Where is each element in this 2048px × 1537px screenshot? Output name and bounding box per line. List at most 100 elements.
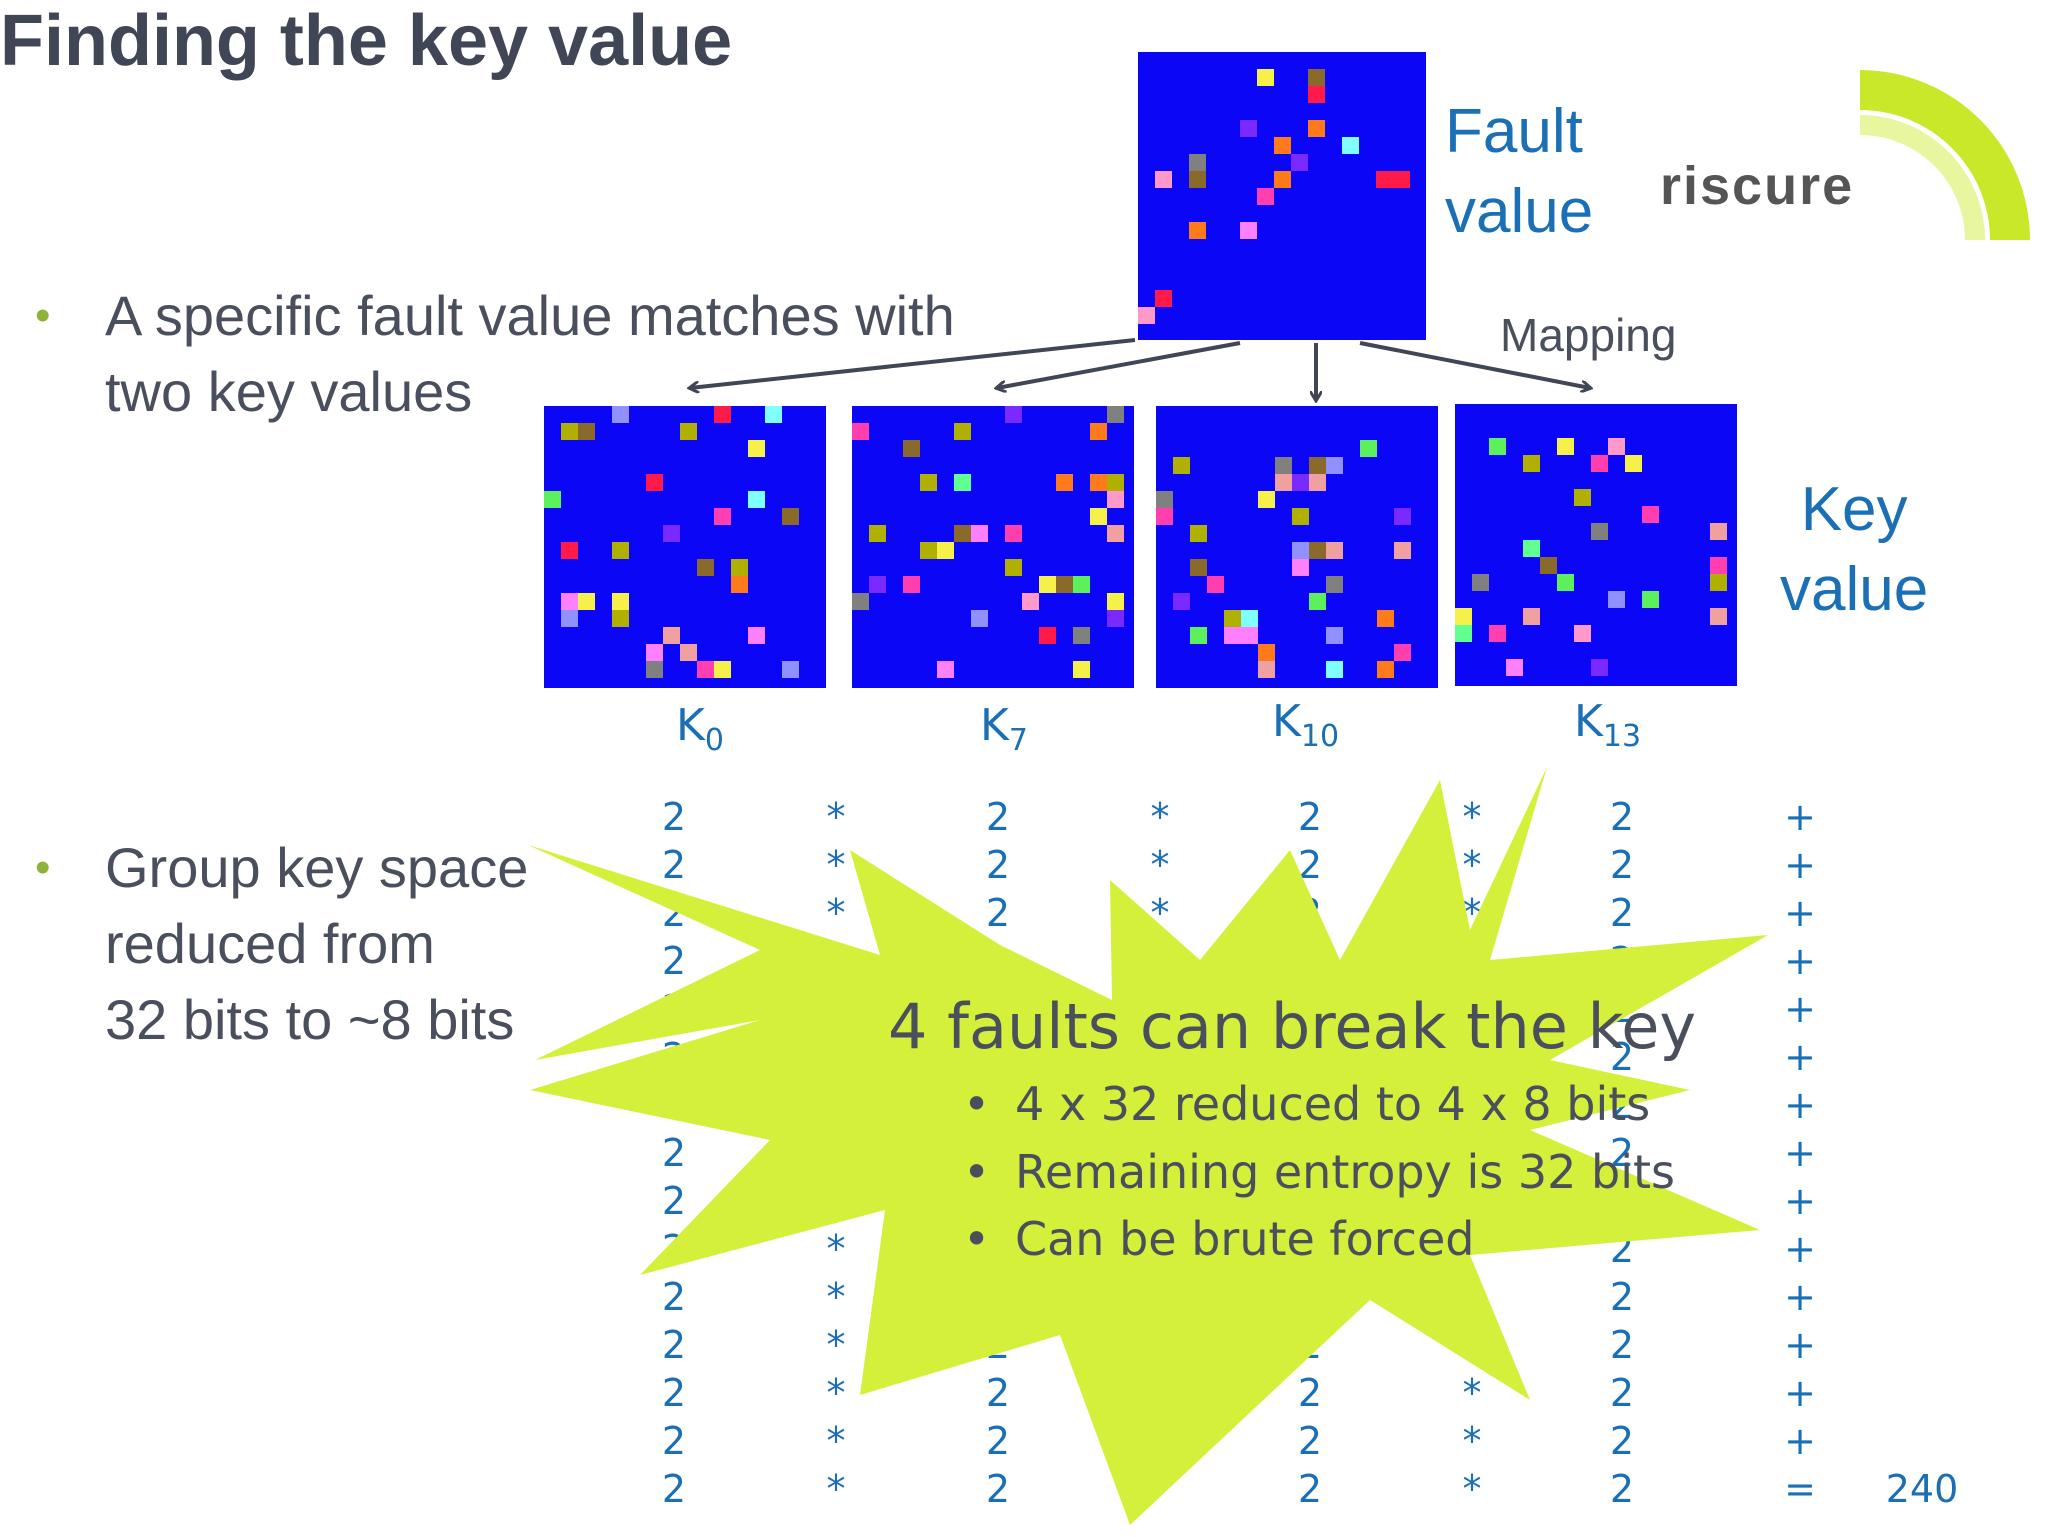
formula-cell: +	[1784, 1227, 1816, 1271]
grid-cell	[1557, 574, 1574, 591]
k-label-base: K	[980, 700, 1009, 751]
grid-cell	[646, 644, 663, 661]
grid-cell	[920, 542, 937, 559]
grid-cell	[697, 661, 714, 678]
grid-cell	[1326, 661, 1343, 678]
formula-cell: +	[1784, 1275, 1816, 1319]
k-label-sub: 10	[1300, 718, 1340, 754]
grid-cell	[1190, 525, 1207, 542]
k-label-base: K	[676, 700, 705, 751]
formula-cell: +	[1784, 1323, 1816, 1367]
fault-label-line: value	[1445, 177, 1594, 246]
grid-cell	[1207, 576, 1224, 593]
formula-cell: 2	[985, 843, 1011, 887]
grid-cell	[748, 440, 765, 457]
grid-cell	[1455, 608, 1472, 625]
formula-cell: 2	[661, 939, 687, 983]
grid-cell	[646, 661, 663, 678]
formula-cell: 2	[661, 1467, 687, 1511]
formula-cell: 2	[1609, 1419, 1635, 1463]
formula-cell: +	[1784, 1131, 1816, 1175]
bullet-line: two key values	[105, 360, 473, 423]
grid-cell	[1107, 491, 1124, 508]
formula-cell: 2	[1609, 1323, 1635, 1367]
mapping-arrows	[0, 338, 2048, 420]
grid-cell	[714, 661, 731, 678]
formula-cell: +	[1784, 1179, 1816, 1223]
grid-cell	[1342, 137, 1359, 154]
grid-cell	[612, 542, 629, 559]
grid-cell	[561, 610, 578, 627]
grid-cell	[1394, 542, 1411, 559]
grid-cell	[1625, 455, 1642, 472]
bullet-line: 32 bits to ~8 bits	[105, 988, 515, 1051]
grid-cell	[612, 406, 629, 423]
formula-cell: +	[1784, 795, 1816, 839]
formula-cell: 2	[1297, 1371, 1323, 1415]
grid-cell	[731, 559, 748, 576]
formula-cell: 2	[661, 1371, 687, 1415]
formula-result: 240	[1885, 1467, 1959, 1511]
k-label-sub: 0	[704, 722, 724, 758]
grid-cell	[1574, 489, 1591, 506]
grid-cell	[1189, 171, 1206, 188]
grid-cell	[561, 593, 578, 610]
formula-cell: 2	[1609, 891, 1635, 935]
formula-cell: 2	[661, 843, 687, 887]
formula-cell: 2	[661, 1419, 687, 1463]
grid-cell	[1376, 171, 1393, 188]
grid-cell	[1189, 222, 1206, 239]
grid-cell	[561, 423, 578, 440]
grid-cell	[903, 576, 920, 593]
formula-cell: 2	[1609, 1467, 1635, 1511]
grid-cell	[1309, 593, 1326, 610]
formula-cell: +	[1784, 891, 1816, 935]
grid-cell	[1291, 154, 1308, 171]
grid-cell	[1107, 525, 1124, 542]
grid-cell	[1608, 591, 1625, 608]
fault-value-grid	[1138, 52, 1426, 340]
formula-cell: 2	[985, 1467, 1011, 1511]
grid-cell	[1710, 608, 1727, 625]
grid-cell	[714, 406, 731, 423]
formula-cell: *	[826, 1323, 846, 1367]
callout-item: •4 x 32 reduced to 4 x 8 bits	[963, 1077, 1650, 1131]
bullet-line: reduced from	[105, 912, 435, 975]
formula-cell: *	[826, 1371, 846, 1415]
formula-cell: *	[1462, 1371, 1482, 1415]
grid-cell	[663, 525, 680, 542]
callout-item: •Remaining entropy is 32 bits	[963, 1145, 1675, 1199]
callout-bullet: •	[963, 1212, 991, 1266]
grid-cell	[561, 542, 578, 559]
grid-cell	[1241, 610, 1258, 627]
grid-cell	[1173, 593, 1190, 610]
grid-cell	[954, 525, 971, 542]
key-grid-k0	[544, 406, 826, 688]
bullet-dot: •	[35, 843, 51, 892]
formula-cell: +	[1784, 1083, 1816, 1127]
k-label-base: K	[1272, 696, 1301, 747]
grid-cell	[680, 423, 697, 440]
grid-cell	[1224, 627, 1241, 644]
grid-cell	[1523, 540, 1540, 557]
formula-cell: 2	[1297, 795, 1323, 839]
grid-cell	[782, 661, 799, 678]
grid-cell	[1292, 542, 1309, 559]
formula-cell: 2	[1609, 843, 1635, 887]
grid-cell	[1039, 576, 1056, 593]
formula-cell: *	[826, 1419, 846, 1463]
grid-cell	[765, 406, 782, 423]
grid-cell	[1107, 593, 1124, 610]
arrow-to-k13	[1359, 341, 1590, 388]
grid-cell	[937, 542, 954, 559]
grid-cell	[1574, 625, 1591, 642]
formula-cell: *	[826, 1227, 846, 1271]
grid-cell	[869, 576, 886, 593]
grid-cell	[697, 559, 714, 576]
formula-cell: 2	[985, 795, 1011, 839]
grid-cell	[1155, 171, 1172, 188]
grid-cell	[1056, 576, 1073, 593]
grid-cell	[1377, 610, 1394, 627]
callout-title: 4 faults can break the key	[888, 990, 1697, 1063]
grid-cell	[1056, 474, 1073, 491]
